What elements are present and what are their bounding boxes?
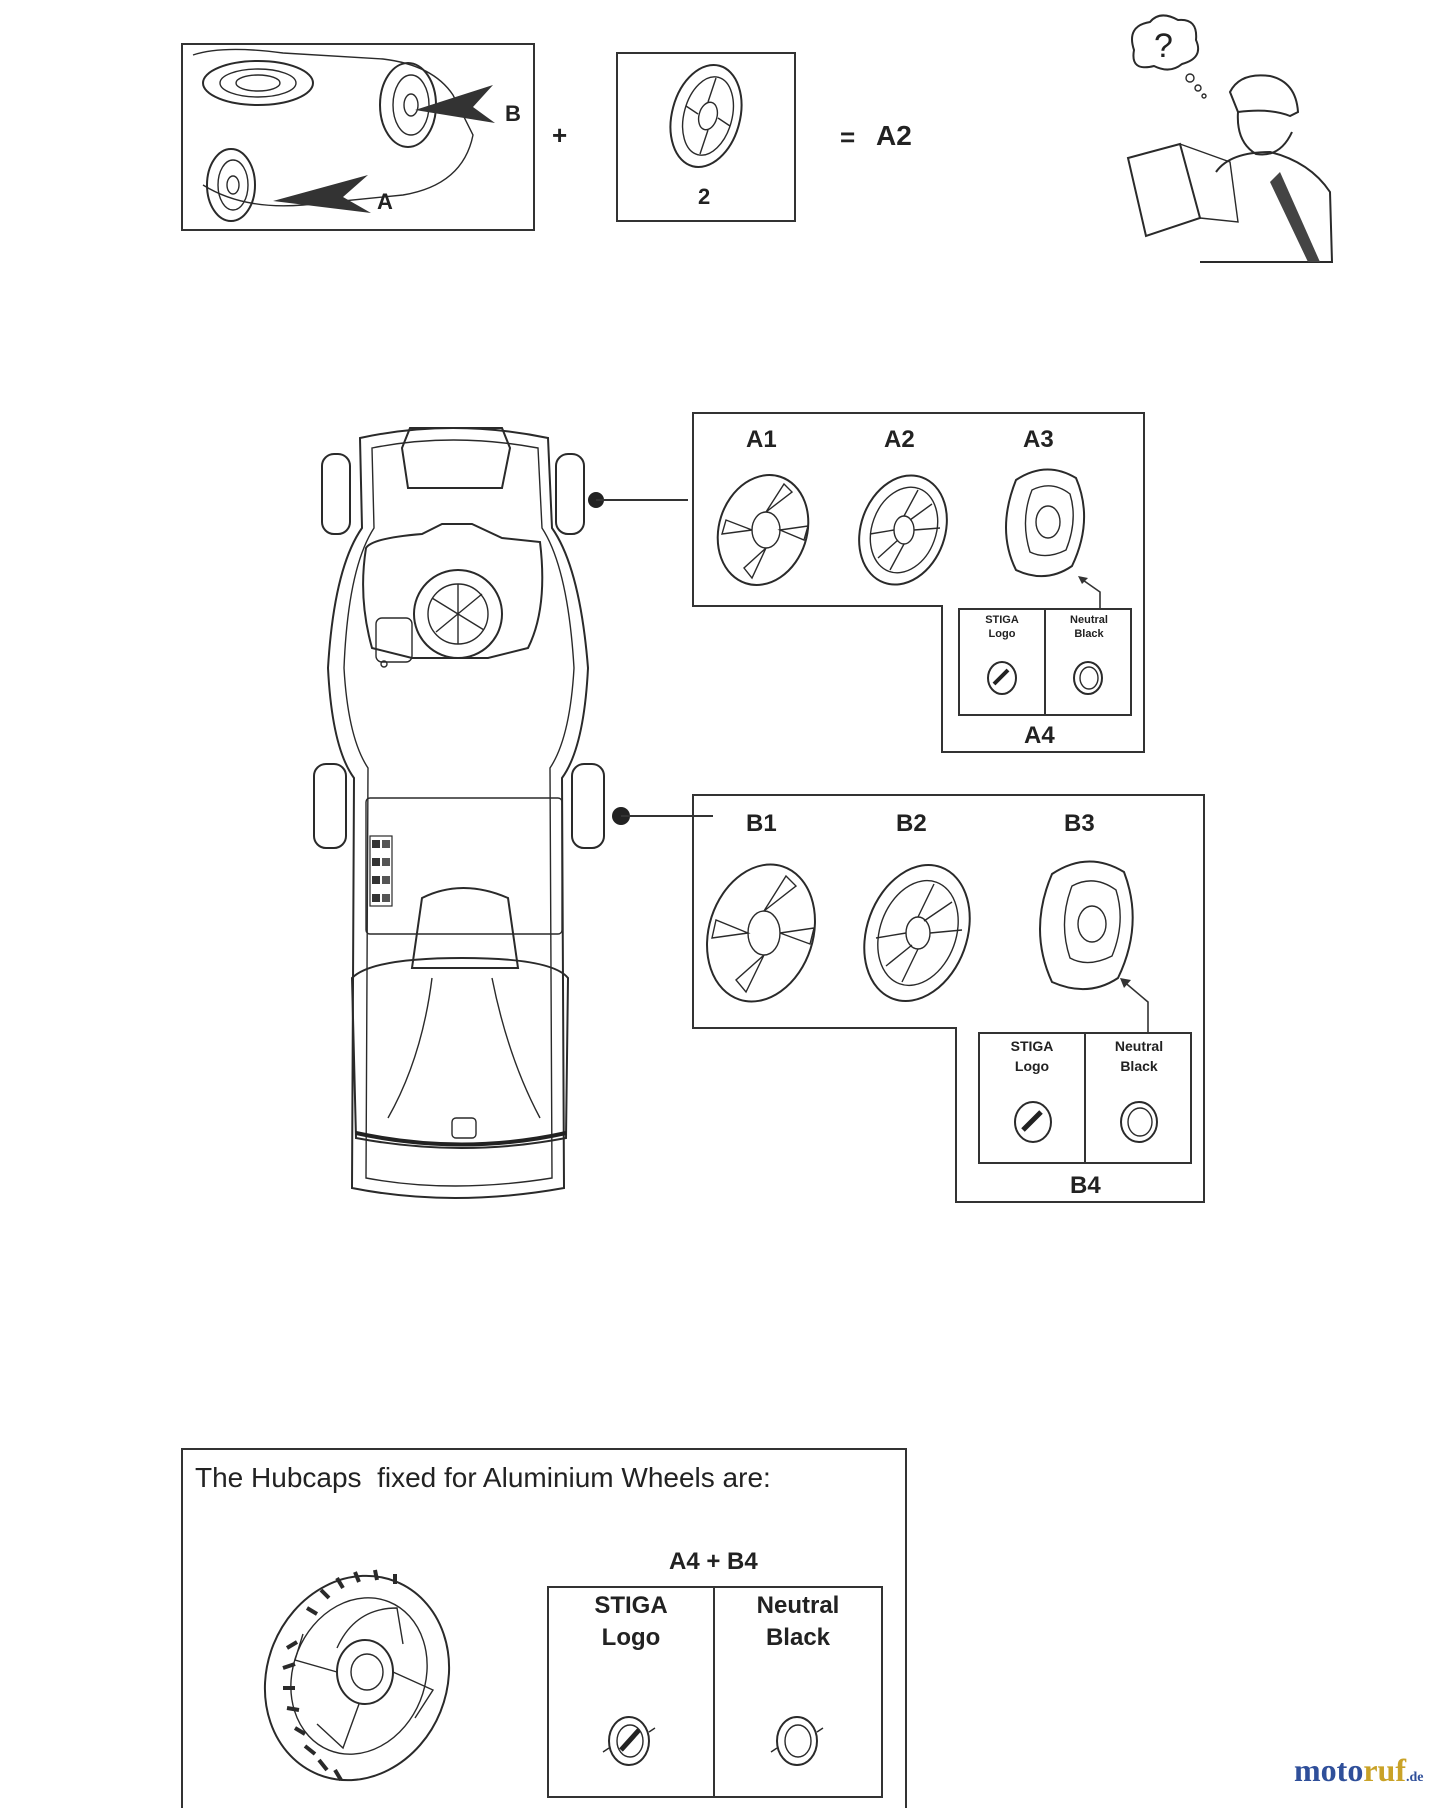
front-wheel-shape (206, 148, 256, 222)
combo-label: A4 + B4 (669, 1548, 758, 1575)
rear-cell-stiga-line1: STIGA (1010, 1038, 1054, 1054)
motoruf-watermark: motoruf.de (1294, 1752, 1423, 1789)
front-right-wheel (555, 453, 585, 535)
front-cell-neutral-line1: Neutral (1070, 614, 1108, 626)
front-wheel-connector (588, 492, 688, 508)
hubcap-b3-shape (1039, 860, 1134, 991)
front-hubcap-panel-outline (692, 412, 1145, 753)
hubcap-b1-shape (706, 863, 816, 1003)
front-label-a1: A1 (746, 426, 777, 453)
rear-right-wheel (571, 763, 605, 849)
rear-label-b3: B3 (1064, 810, 1095, 837)
hubcap-part-box: 2 (616, 52, 796, 222)
front-cell-stiga-line2: Logo (988, 628, 1016, 640)
rear-label-b4: B4 (1070, 1172, 1101, 1199)
equals-sign: = (840, 122, 856, 152)
aluminium-wheels-box: The Hubcaps fixed for Aluminium Wheels a… (181, 1448, 907, 1808)
rear-stiga-insert-icon (1014, 1101, 1052, 1143)
result-label: A2 (876, 120, 912, 151)
arrow-label-b: B (505, 101, 521, 126)
hubcap-a3-shape (1005, 468, 1085, 577)
front-cell-neutral-line2: Black (1074, 628, 1104, 640)
front-label-a3: A3 (1023, 426, 1054, 453)
alu-neutral-insert-icon (770, 1716, 824, 1766)
front-neutral-insert-icon (1073, 661, 1103, 695)
rear-cell-stiga-line2: Logo (1014, 1058, 1050, 1074)
aluminium-insert-table: STIGA Logo Neutral Black (547, 1586, 883, 1798)
plus-sign: + (552, 120, 568, 150)
watermark-suffix: .de (1405, 1770, 1424, 1785)
alu-cell-neutral-line2: Black (765, 1624, 831, 1651)
watermark-part1: moto (1294, 1752, 1364, 1788)
rear-left-wheel (313, 763, 347, 849)
front-insert-table: STIGA Logo Neutral Black (958, 608, 1132, 716)
alu-stiga-insert-icon (602, 1716, 656, 1766)
arrow-label-a: A (377, 189, 393, 214)
rear-cell-neutral-line1: Neutral (1114, 1038, 1164, 1054)
rear-neutral-insert-icon (1120, 1101, 1158, 1143)
front-label-a2: A2 (884, 426, 915, 453)
alu-cell-neutral-line1: Neutral (756, 1592, 840, 1619)
mower-top-view (313, 427, 605, 1199)
person-reading-manual-illustration: ? (1126, 14, 1334, 263)
front-left-wheel (321, 453, 351, 535)
watermark-part2: ruf (1363, 1752, 1406, 1788)
rear-label-b1: B1 (746, 810, 777, 837)
part-number-label: 2 (698, 184, 711, 209)
mower-wheels-illustration-box: B A (181, 43, 535, 231)
hubcap-a2-shape (858, 474, 948, 586)
hubcap-b2-shape (863, 864, 971, 1002)
alu-cell-stiga-line2: Logo (601, 1624, 661, 1651)
front-label-a4: A4 (1024, 722, 1055, 749)
hubcap-a1-shape (716, 474, 810, 586)
front-stiga-insert-icon (987, 661, 1017, 695)
aluminium-heading: The Hubcaps fixed for Aluminium Wheels a… (195, 1462, 771, 1493)
rear-wheel-connector (612, 807, 713, 825)
rear-cell-neutral-line2: Black (1120, 1058, 1158, 1074)
front-cell-stiga-line1: STIGA (985, 614, 1019, 626)
aluminium-wheel-illustration (263, 1569, 451, 1782)
rear-label-b2: B2 (896, 810, 927, 837)
rear-wheel-shape (379, 62, 437, 148)
question-mark: ? (1154, 27, 1173, 65)
b3-pointer-arrow (1120, 978, 1149, 1034)
hubcap-2-shape (669, 64, 743, 168)
mower-wheels-illustration (192, 48, 495, 222)
rear-insert-table: STIGA Logo Neutral Black (978, 1032, 1192, 1164)
a3-pointer-arrow (1078, 576, 1101, 610)
rear-hubcap-panel-outline (692, 794, 1205, 1203)
alu-cell-stiga-line1: STIGA (594, 1592, 668, 1619)
